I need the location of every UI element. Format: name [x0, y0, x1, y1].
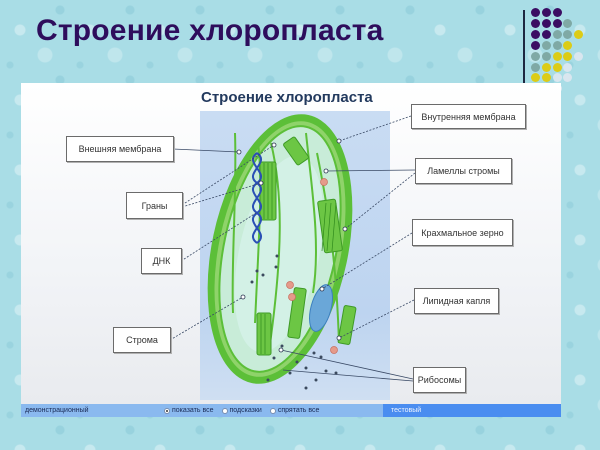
radio-button-icon[interactable]	[221, 407, 228, 414]
radio-hints[interactable]: подсказки	[221, 407, 262, 414]
leader-lines	[169, 115, 416, 382]
label-lipid-droplet[interactable]: Липидная капля	[414, 288, 499, 314]
label-grana[interactable]: Граны	[126, 192, 183, 219]
decorative-dot	[563, 62, 573, 72]
decorative-divider-line	[523, 10, 525, 90]
radio-label: показать все	[172, 407, 214, 414]
decorative-dot	[531, 8, 540, 17]
label-outer-membrane[interactable]: Внешняя мембрана	[66, 136, 174, 162]
diagram-title: Строение хлоропласта	[201, 89, 373, 106]
decorative-dot	[552, 8, 562, 17]
decorative-dot	[552, 29, 562, 39]
slide-title: Строение хлоропласта	[36, 14, 384, 47]
label-text: ДНК	[152, 256, 171, 266]
ribosome-dots	[250, 254, 338, 390]
chloroplast-diagram-panel: Строение хлоропласта	[21, 83, 561, 417]
label-text: Строма	[126, 335, 158, 345]
decorative-dot	[531, 29, 540, 39]
label-text: Крахмальное зерно	[421, 227, 504, 238]
decorative-dot	[574, 51, 584, 61]
label-stroma-lamellae[interactable]: Ламеллы стромы	[415, 158, 512, 184]
radio-button-icon[interactable]	[269, 407, 276, 414]
decorative-dot	[552, 73, 562, 83]
label-dna[interactable]: ДНК	[141, 248, 182, 274]
decorative-dot	[541, 51, 551, 61]
decorative-dot	[531, 40, 540, 50]
leader-endpoints	[236, 138, 348, 353]
label-ribosomes[interactable]: Рибосомы	[413, 367, 466, 393]
decorative-dot	[552, 40, 562, 50]
display-options: показать все подсказки спрятать все	[164, 407, 319, 414]
decorative-dot	[563, 40, 573, 50]
test-mode-tab[interactable]: тестовый	[383, 404, 561, 417]
decorative-dot	[541, 18, 551, 28]
label-text: Внутренняя мембрана	[421, 111, 516, 122]
label-text: Липидная капля	[422, 296, 491, 306]
radio-button-icon[interactable]	[164, 407, 170, 414]
decorative-dot	[541, 40, 551, 50]
starch-grain-shape	[309, 284, 333, 332]
label-text: Ламеллы стромы	[427, 166, 500, 176]
decorative-dot	[541, 73, 551, 83]
grana-thylakoid-lines	[260, 163, 337, 354]
label-inner-membrane[interactable]: Внутренняя мембрана	[411, 104, 526, 129]
lipid-droplets	[286, 178, 338, 354]
decorative-dot	[541, 8, 551, 17]
decorative-dot	[552, 62, 562, 72]
label-text: Рибосомы	[417, 375, 462, 385]
label-starch-grain[interactable]: Крахмальное зерно	[412, 219, 513, 246]
decorative-dot	[552, 51, 562, 61]
decorative-dot	[531, 73, 540, 83]
mode-control-bar: демонстрационный показать все подсказки …	[21, 404, 561, 417]
decorative-dot	[574, 29, 584, 39]
label-text: Внешняя мембрана	[78, 144, 162, 154]
decorative-dot	[552, 18, 562, 28]
radio-label: спрятать все	[277, 407, 320, 414]
decorative-dot	[563, 51, 573, 61]
decorative-dot	[563, 73, 573, 83]
decorative-dot	[563, 29, 573, 39]
dna-strand	[251, 152, 263, 244]
chloroplast-illustration	[169, 114, 416, 390]
decorative-dot	[531, 51, 540, 61]
decorative-dot	[541, 62, 551, 72]
decorative-dot	[563, 18, 573, 28]
label-text: Граны	[141, 200, 168, 211]
radio-label: подсказки	[229, 407, 262, 414]
decorative-dot	[541, 29, 551, 39]
radio-hide-all[interactable]: спрятать все	[269, 407, 320, 414]
decorative-dot	[531, 18, 540, 28]
radio-show-all[interactable]: показать все	[164, 407, 214, 414]
decorative-dot	[531, 62, 540, 72]
demo-mode-tab[interactable]: демонстрационный	[25, 407, 89, 414]
label-stroma[interactable]: Строма	[113, 327, 171, 353]
